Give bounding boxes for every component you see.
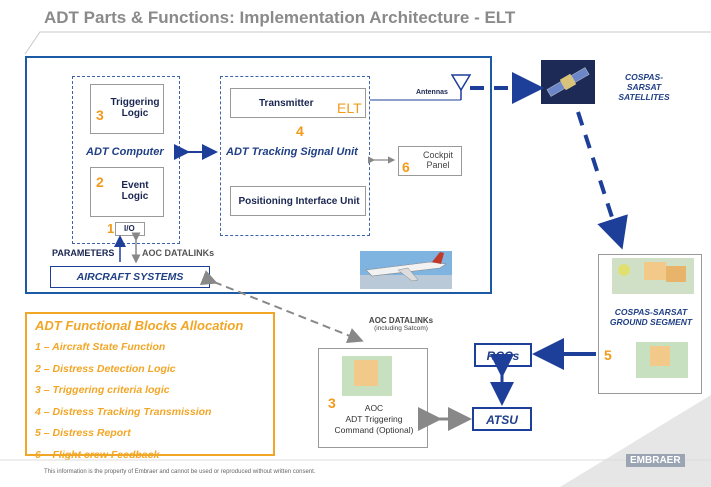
satellites-line2: SATELLITES (618, 92, 670, 102)
cockpit-num: 6 (402, 159, 410, 175)
cockpit-panel-block: 6 Cockpit Panel (398, 146, 462, 176)
tracking-unit-box (220, 76, 370, 236)
page-title: ADT Parts & Functions: Implementation Ar… (44, 8, 516, 27)
legend-item: 5 – Distress Report (35, 427, 131, 439)
tracking-unit-label: ADT Tracking Signal Unit (226, 146, 358, 158)
satellites-line1: COSPAS-SARSAT (624, 72, 664, 92)
antennas-label: Antennas (416, 89, 448, 96)
ground-num: 5 (604, 347, 612, 363)
aoc-datalinks-label: AOC DATALINKs (142, 248, 215, 258)
legend-item: 3 – Triggering criteria logic (35, 384, 170, 396)
cockpit-line1: Cockpit (422, 150, 453, 160)
adt-computer-label: ADT Computer (86, 146, 164, 158)
aoc-command-block: 3 AOC ADT Triggering Command (Optional) (318, 348, 428, 448)
aoc-satcom-line1: AOC DATALINKs (368, 316, 434, 325)
event-label-2: Logic (121, 191, 149, 202)
event-label-1: Event (121, 180, 149, 191)
adt-computer-box (72, 76, 180, 244)
functional-blocks-legend: ADT Functional Blocks Allocation 1 – Air… (25, 312, 275, 461)
ground-line1: COSPAS-SARSAT (614, 307, 688, 317)
positioning-block: Positioning Interface Unit (230, 186, 366, 216)
transmitter-label: Transmitter (259, 98, 314, 109)
aoc-satcom-line2: (including Satcom) (374, 325, 428, 332)
legend-title: ADT Functional Blocks Allocation (35, 318, 244, 333)
positioning-label: Positioning Interface Unit (238, 196, 360, 207)
cockpit-line2: Panel (426, 160, 450, 170)
tracking-num: 4 (296, 123, 304, 139)
embraer-logo: EMBRAER (626, 454, 685, 467)
ground-line2: GROUND SEGMENT (609, 317, 693, 327)
transmitter-block: Transmitter ELT (230, 88, 366, 118)
legend-item: 2 – Distress Detection Logic (35, 362, 176, 375)
triggering-label-1: Triggering (110, 97, 160, 108)
atsu-block: ATSU (472, 407, 532, 431)
event-num: 2 (96, 174, 104, 190)
legend-item: 1 – Aircraft State Function (35, 341, 166, 353)
legend-item: 4 – Distress Tracking Transmission (35, 405, 212, 418)
triggering-label-2: Logic (121, 108, 149, 119)
elt-label: ELT (337, 100, 362, 116)
footer-disclaimer: This information is the property of Embr… (44, 469, 316, 475)
legend-item: 6 – Flight crew Feedback (35, 448, 160, 461)
parameters-label: PARAMETERS (52, 248, 115, 258)
aoc-line2: ADT Triggering (345, 414, 403, 424)
io-label: I/O (124, 224, 135, 233)
aircraft-systems-block: AIRCRAFT SYSTEMS (50, 266, 210, 288)
aoc-line3: Command (Optional) (334, 425, 414, 435)
aoc-num: 3 (328, 395, 336, 411)
atsu-label: ATSU (486, 413, 518, 427)
aircraft-systems-label: AIRCRAFT SYSTEMS (76, 271, 184, 283)
triggering-num: 3 (96, 107, 104, 123)
io-num: 1 (107, 221, 115, 236)
event-logic-block: 2 Event Logic (90, 167, 164, 217)
aoc-line1: AOC (364, 403, 384, 413)
triggering-logic-block: 3 Triggering Logic (90, 84, 164, 134)
